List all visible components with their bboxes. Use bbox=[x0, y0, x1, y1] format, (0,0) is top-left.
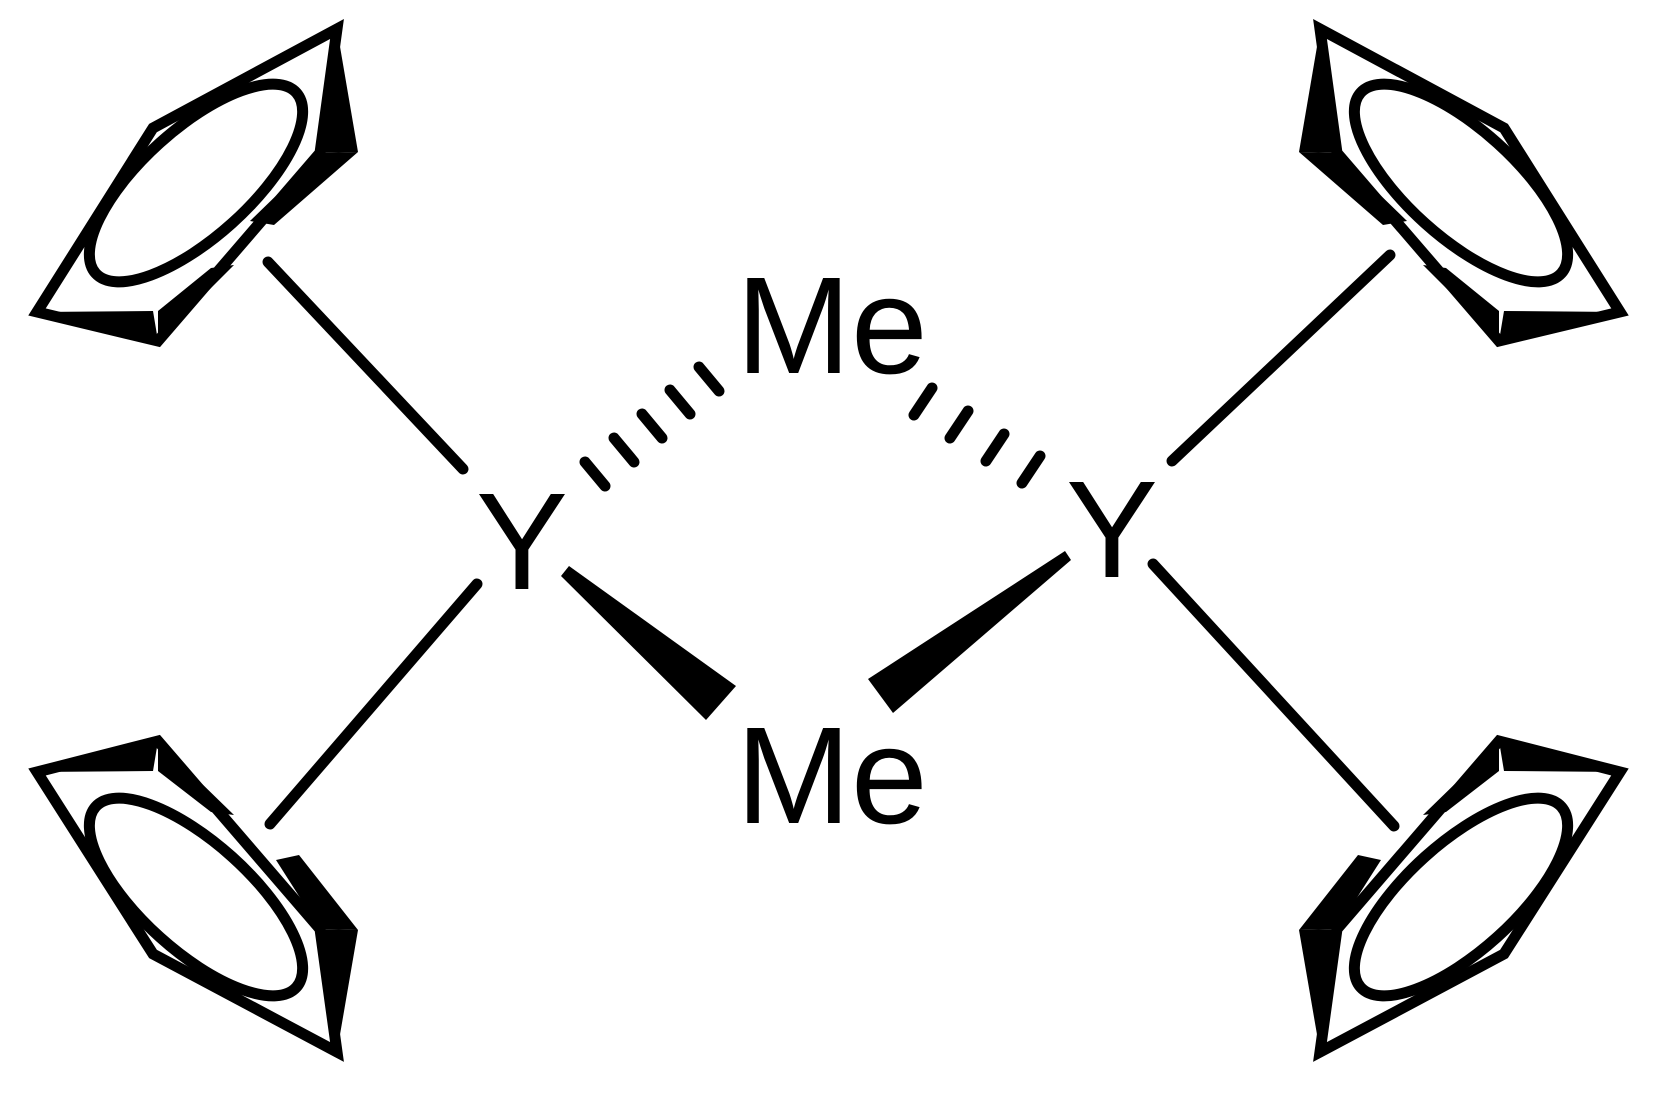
cp-ring-top-right bbox=[1299, 19, 1629, 348]
bond-y-left-cp-bottom bbox=[264, 578, 483, 830]
cp-ring-bottom-left bbox=[28, 734, 358, 1062]
atom-y-left: Y bbox=[476, 465, 568, 619]
bond-y-right-cp-bottom bbox=[1147, 558, 1400, 832]
cp-ring-bottom-right bbox=[1299, 734, 1629, 1062]
hashed-bond-left bbox=[579, 361, 725, 492]
wedge-bond-left bbox=[561, 566, 736, 720]
atom-y-right: Y bbox=[1066, 453, 1158, 607]
atom-me-bottom: Me bbox=[736, 699, 928, 853]
cp-ring-top-left bbox=[28, 19, 358, 348]
hashed-bond-right bbox=[908, 382, 1046, 489]
wedge-bond-right bbox=[868, 551, 1071, 713]
bond-y-right-cp-top bbox=[1166, 249, 1396, 467]
atom-me-top: Me bbox=[736, 249, 928, 403]
bond-y-left-cp-top bbox=[262, 256, 469, 475]
